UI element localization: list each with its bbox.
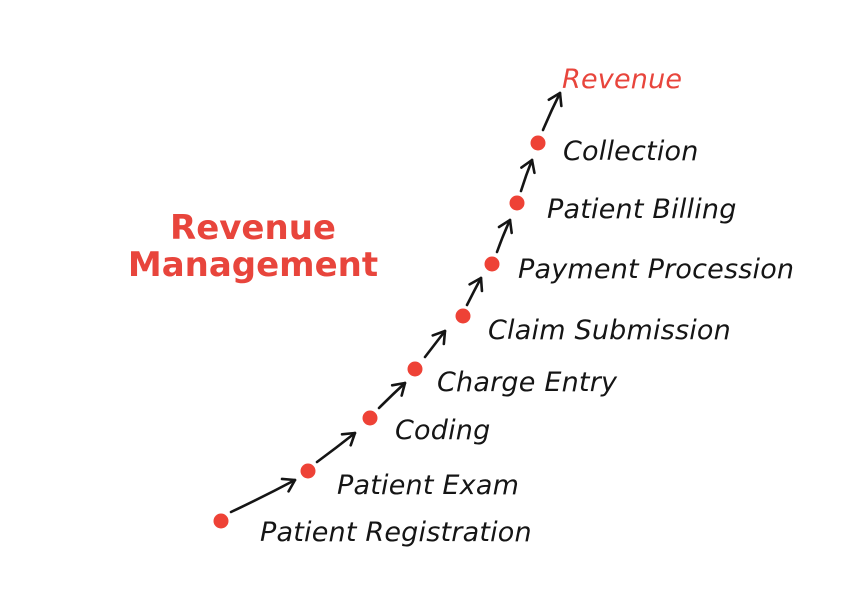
step-dot-collection [530,135,546,151]
arrow-step-5-icon [465,276,484,307]
step-dot-charge-entry [407,361,423,377]
step-dot-claim-submission [455,308,471,324]
arrow-step-4-icon [423,329,447,359]
arrow-step-8-icon [541,91,563,132]
arrow-step-7-icon [519,158,536,193]
step-dot-patient-billing [509,195,525,211]
step-dot-coding [362,410,378,426]
step-label-collection: Collection [563,135,699,167]
step-dot-patient-registration [213,513,229,529]
arrow-step-6-icon [495,218,513,254]
step-label-coding: Coding [395,414,491,446]
step-label-charge-entry: Charge Entry [437,366,618,398]
arrow-step-1-icon [229,477,297,514]
step-label-payment-procession: Payment Procession [518,253,795,285]
step-dot-payment-procession [484,256,500,272]
step-label-patient-registration: Patient Registration [260,516,532,548]
arrow-step-3-icon [377,381,407,410]
goal-label-revenue: Revenue [562,63,683,95]
step-label-patient-billing: Patient Billing [547,193,737,225]
step-label-patient-exam: Patient Exam [337,469,520,501]
step-dot-patient-exam [300,463,316,479]
diagram-title: Revenue Management [127,208,379,285]
step-label-claim-submission: Claim Submission [488,314,731,346]
arrow-step-2-icon [315,431,357,464]
